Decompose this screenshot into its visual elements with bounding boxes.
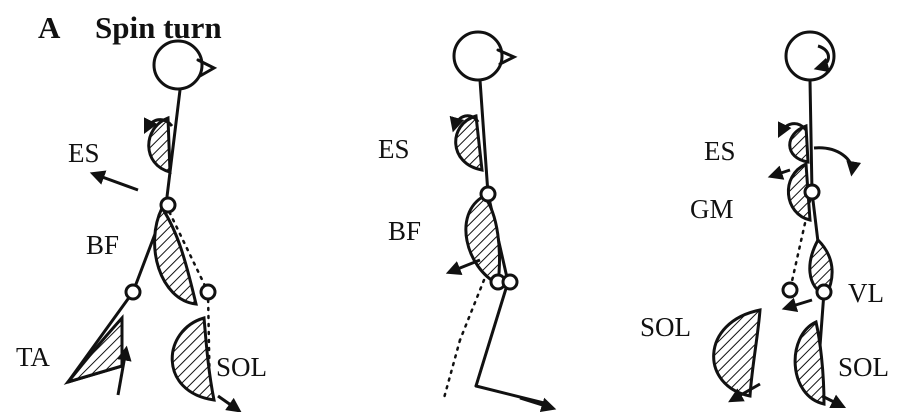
shank-2 — [476, 282, 508, 386]
sol-muscle-right-3 — [795, 322, 824, 404]
stick-figure-1: ES BF TA SOL — [16, 41, 267, 410]
knee-joint-1 — [126, 285, 140, 299]
label-sol-right-3: SOL — [838, 352, 889, 382]
label-es-2: ES — [378, 134, 410, 164]
hip-joint-2 — [481, 187, 495, 201]
other-leg-thigh-2 — [460, 280, 484, 340]
knee-joint-3 — [783, 283, 797, 297]
hip-joint-1 — [161, 198, 175, 212]
head-2 — [454, 32, 502, 80]
bf-muscle-2 — [466, 196, 500, 284]
foot-2 — [476, 386, 548, 404]
sol-force-arrow-1 — [218, 396, 238, 410]
sol-muscle-1 — [172, 318, 214, 400]
trunk-3 — [810, 80, 812, 192]
panel-letter: A — [38, 10, 61, 45]
hip-joint-3 — [805, 185, 819, 199]
trunk-2 — [480, 80, 488, 194]
sol-muscle-left-3 — [714, 310, 760, 396]
knee-joint-other-2 — [503, 275, 517, 289]
label-es-1: ES — [68, 138, 100, 168]
vl-force-arrow-3 — [786, 300, 812, 308]
knee-joint-other-1 — [201, 285, 215, 299]
other-leg-shank-2 — [444, 340, 460, 398]
label-bf-1: BF — [86, 230, 119, 260]
es-muscle-1 — [149, 118, 170, 172]
label-bf-2: BF — [388, 216, 421, 246]
stick-figure-2: ES BF — [378, 32, 552, 408]
label-es-3: ES — [704, 136, 736, 166]
panel-title: Spin turn — [95, 10, 222, 45]
label-sol-1: SOL — [216, 352, 267, 382]
bf-force-arrow-2 — [450, 260, 480, 272]
head-3 — [786, 32, 834, 80]
knee-joint-other-3 — [817, 285, 831, 299]
trunk-rotation-arrow-3 — [814, 148, 852, 172]
label-sol-left-3: SOL — [640, 312, 691, 342]
label-ta-1: TA — [16, 342, 50, 372]
trunk-direction-arrow-1 — [94, 174, 138, 190]
es-muscle-2 — [456, 116, 482, 170]
label-vl-3: VL — [848, 278, 884, 308]
stick-figure-3: ES GM VL SOL SOL — [640, 32, 889, 406]
gm-force-arrow-3 — [772, 170, 790, 176]
head-1 — [154, 41, 202, 89]
es-muscle-upper-3 — [790, 126, 808, 162]
ta-muscle-1 — [68, 318, 122, 382]
label-gm-3: GM — [690, 194, 734, 224]
